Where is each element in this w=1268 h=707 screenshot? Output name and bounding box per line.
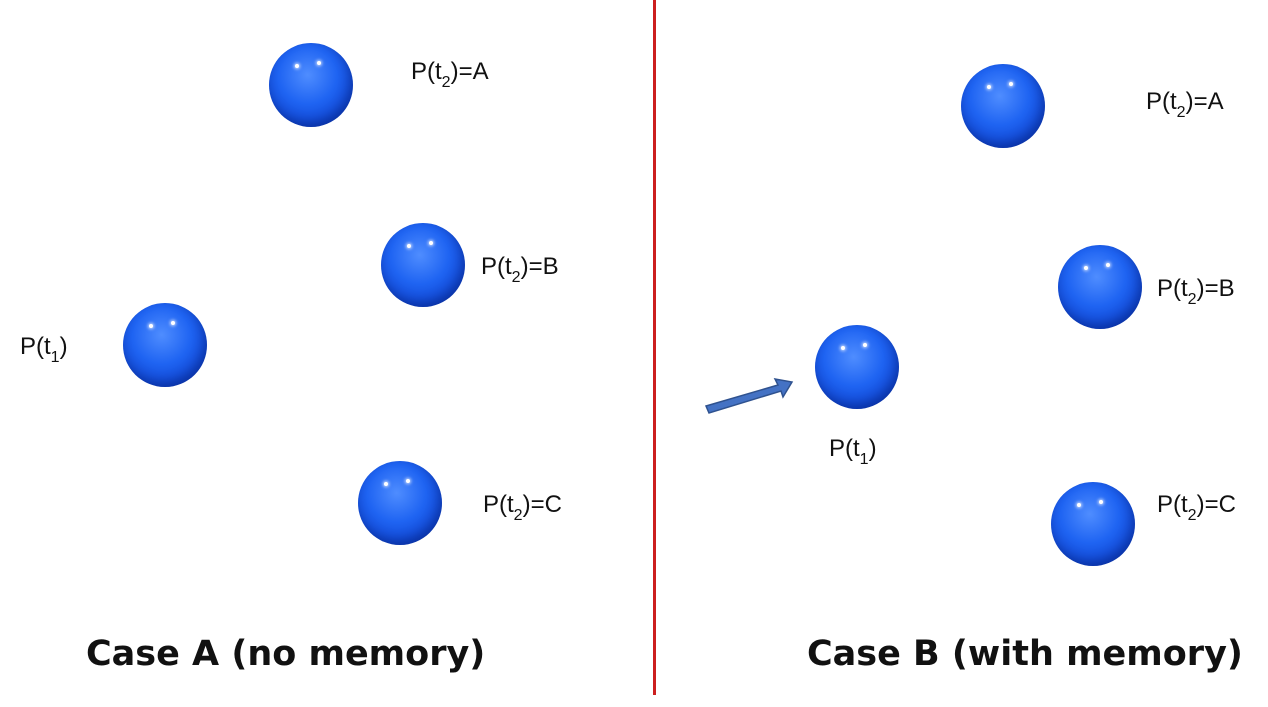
case-b-caption: Case B (with memory) [807, 634, 1243, 674]
label-b: P(t2)=B [481, 253, 559, 286]
ball-b [381, 223, 465, 307]
label-a: P(t2)=A [411, 58, 489, 91]
ball-a [269, 43, 353, 127]
direction-arrow-shape [704, 378, 794, 414]
label-t1: P(t1) [20, 333, 68, 366]
panel-divider [653, 0, 656, 695]
label-t1: P(t1) [829, 435, 877, 468]
ball-a [961, 64, 1045, 148]
label-c: P(t2)=C [1157, 491, 1236, 524]
label-c: P(t2)=C [483, 491, 562, 524]
ball-c [1051, 482, 1135, 566]
ball-t1 [123, 303, 207, 387]
label-a: P(t2)=A [1146, 88, 1224, 121]
ball-b [1058, 245, 1142, 329]
case-a-caption: Case A (no memory) [86, 634, 486, 674]
ball-t1 [815, 325, 899, 409]
ball-c [358, 461, 442, 545]
direction-arrow-icon [704, 378, 794, 414]
label-b: P(t2)=B [1157, 275, 1235, 308]
